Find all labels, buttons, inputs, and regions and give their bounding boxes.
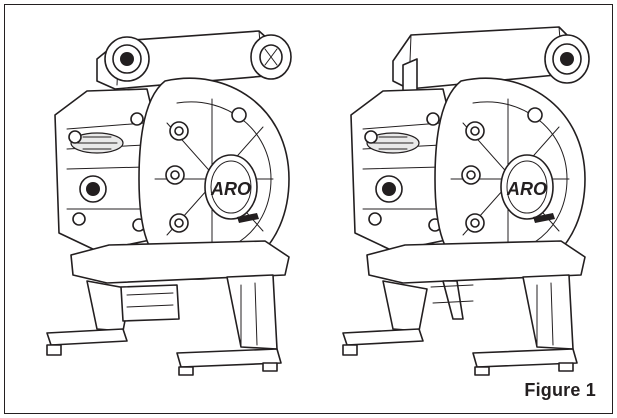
diaphragm-pump-icon: ARO xyxy=(342,26,590,376)
pump-illustration-right: ARO xyxy=(323,19,603,379)
aro-logo: ARO xyxy=(506,179,547,199)
diaphragm-pump-icon: ARO xyxy=(46,30,292,376)
figure-caption: Figure 1 xyxy=(524,380,596,400)
pump-illustration-left: ARO xyxy=(27,19,307,379)
aro-logo: ARO xyxy=(210,179,251,199)
figure-frame: ARO xyxy=(4,4,613,414)
